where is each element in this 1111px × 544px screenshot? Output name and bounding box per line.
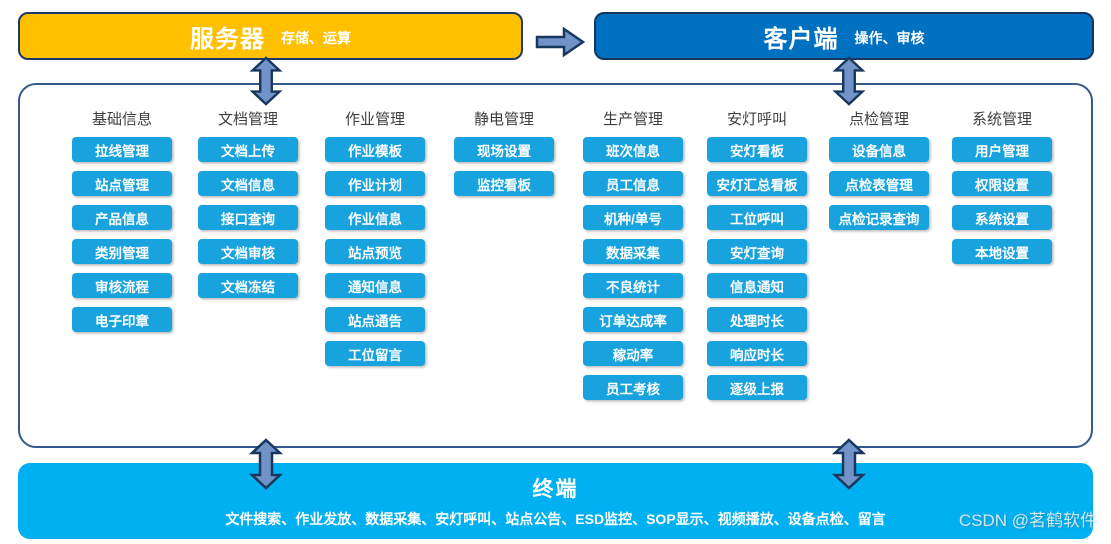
module-column: 安灯呼叫安灯看板安灯汇总看板工位呼叫安灯查询信息通知处理时长响应时长逐级上报 — [707, 110, 807, 409]
module-column: 系统管理用户管理权限设置系统设置本地设置 — [952, 110, 1052, 273]
server-box: 服务器 存储、运算 — [18, 12, 523, 60]
module-button[interactable]: 通知信息 — [325, 273, 425, 298]
module-heading: 基础信息 — [91, 111, 152, 128]
module-button[interactable]: 接口查询 — [198, 205, 298, 230]
module-column: 基础信息拉线管理站点管理产品信息类别管理审核流程电子印章 — [72, 110, 172, 341]
module-button[interactable]: 拉线管理 — [72, 137, 172, 162]
module-button[interactable]: 作业模板 — [325, 137, 425, 162]
server-subtitle: 存储、运算 — [281, 30, 351, 46]
module-button[interactable]: 处理时长 — [707, 307, 807, 332]
module-button[interactable]: 逐级上报 — [707, 375, 807, 400]
module-button[interactable]: 文档审核 — [198, 239, 298, 264]
module-heading: 生产管理 — [602, 111, 663, 128]
module-button[interactable]: 信息通知 — [707, 273, 807, 298]
module-heading: 系统管理 — [971, 111, 1032, 128]
module-button[interactable]: 点检表管理 — [829, 171, 929, 196]
module-button[interactable]: 不良统计 — [583, 273, 683, 298]
terminal-title: 终端 — [532, 478, 579, 501]
module-button[interactable]: 文档上传 — [198, 137, 298, 162]
module-button[interactable]: 作业计划 — [325, 171, 425, 196]
module-button[interactable]: 安灯看板 — [707, 137, 807, 162]
module-button[interactable]: 点检记录查询 — [829, 205, 929, 230]
module-button[interactable]: 用户管理 — [952, 137, 1052, 162]
module-button[interactable]: 文档冻结 — [198, 273, 298, 298]
module-column: 静电管理现场设置监控看板 — [454, 110, 554, 205]
client-panel-arrow-icon — [832, 56, 866, 106]
module-heading: 静电管理 — [473, 111, 534, 128]
server-to-client-arrow-icon — [535, 26, 586, 58]
module-heading: 文档管理 — [217, 111, 278, 128]
module-column: 作业管理作业模板作业计划作业信息站点预览通知信息站点通告工位留言 — [325, 110, 425, 375]
module-button[interactable]: 安灯汇总看板 — [707, 171, 807, 196]
module-button[interactable]: 机种/单号 — [583, 205, 683, 230]
module-heading: 作业管理 — [344, 111, 405, 128]
module-button[interactable]: 权限设置 — [952, 171, 1052, 196]
module-button[interactable]: 作业信息 — [325, 205, 425, 230]
terminal-box: 终端 文件搜索、作业发放、数据采集、安灯呼叫、站点公告、ESD监控、SOP显示、… — [18, 463, 1093, 539]
module-button[interactable]: 员工考核 — [583, 375, 683, 400]
module-button[interactable]: 员工信息 — [583, 171, 683, 196]
terminal-subtitle: 文件搜索、作业发放、数据采集、安灯呼叫、站点公告、ESD监控、SOP显示、视频播… — [225, 511, 886, 527]
module-button[interactable]: 系统设置 — [952, 205, 1052, 230]
module-button[interactable]: 现场设置 — [454, 137, 554, 162]
module-button[interactable]: 班次信息 — [583, 137, 683, 162]
module-panel: 基础信息拉线管理站点管理产品信息类别管理审核流程电子印章文档管理文档上传文档信息… — [18, 83, 1093, 448]
module-heading: 安灯呼叫 — [726, 111, 787, 128]
client-subtitle: 操作、审核 — [854, 30, 925, 46]
module-column: 点检管理设备信息点检表管理点检记录查询 — [829, 110, 929, 239]
module-button[interactable]: 审核流程 — [72, 273, 172, 298]
module-button[interactable]: 数据采集 — [583, 239, 683, 264]
module-button[interactable]: 站点通告 — [325, 307, 425, 332]
server-title: 服务器 — [190, 25, 265, 53]
module-button[interactable]: 类别管理 — [72, 239, 172, 264]
server-panel-arrow-icon — [249, 56, 283, 106]
module-button[interactable]: 响应时长 — [707, 341, 807, 366]
module-column: 生产管理班次信息员工信息机种/单号数据采集不良统计订单达成率稼动率员工考核 — [583, 110, 683, 409]
module-button[interactable]: 本地设置 — [952, 239, 1052, 264]
watermark: CSDN @茗鹤软件 — [958, 511, 1097, 530]
module-button[interactable]: 文档信息 — [198, 171, 298, 196]
client-box: 客户端 操作、审核 — [594, 12, 1094, 60]
panel-terminal-arrow-left-icon — [249, 438, 283, 490]
module-button[interactable]: 安灯查询 — [707, 239, 807, 264]
module-button[interactable]: 产品信息 — [72, 205, 172, 230]
module-column: 文档管理文档上传文档信息接口查询文档审核文档冻结 — [198, 110, 298, 307]
module-heading: 点检管理 — [848, 111, 909, 128]
module-button[interactable]: 工位呼叫 — [707, 205, 807, 230]
module-button[interactable]: 站点管理 — [72, 171, 172, 196]
panel-terminal-arrow-right-icon — [832, 438, 866, 490]
client-title: 客户端 — [763, 25, 839, 53]
module-button[interactable]: 站点预览 — [325, 239, 425, 264]
module-button[interactable]: 电子印章 — [72, 307, 172, 332]
module-button[interactable]: 工位留言 — [325, 341, 425, 366]
module-button[interactable]: 稼动率 — [583, 341, 683, 366]
module-button[interactable]: 订单达成率 — [583, 307, 683, 332]
module-button[interactable]: 监控看板 — [454, 171, 554, 196]
module-button[interactable]: 设备信息 — [829, 137, 929, 162]
